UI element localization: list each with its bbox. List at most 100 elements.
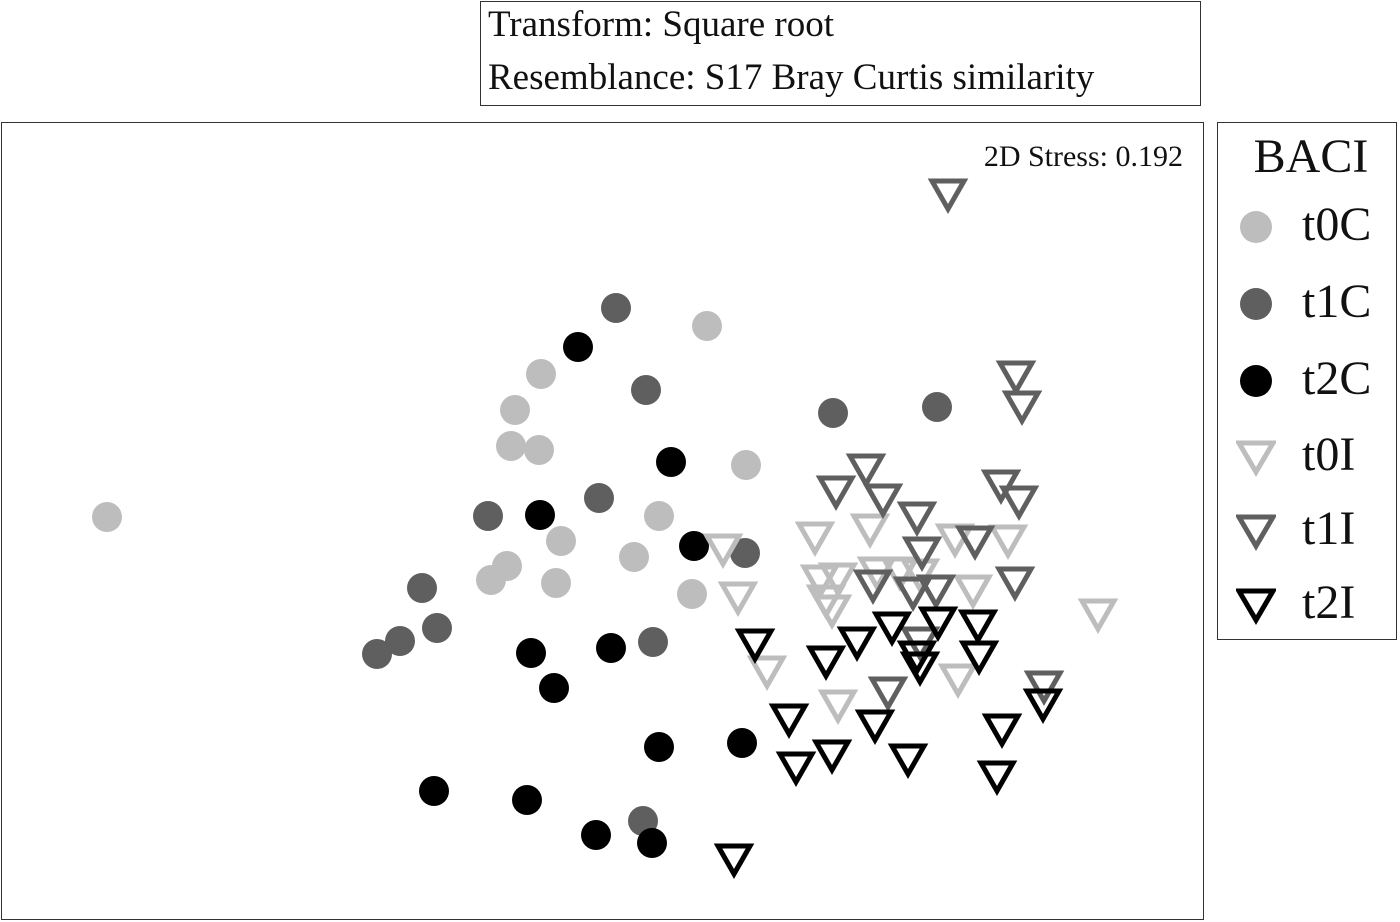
- data-point-triangle: [867, 676, 909, 713]
- data-point-triangle: [836, 626, 878, 663]
- info-box: Transform: Square root Resemblance: S17 …: [480, 1, 1201, 106]
- data-point-circle: [546, 526, 576, 556]
- data-point-circle: [516, 638, 546, 668]
- series-t1i: [815, 178, 1065, 713]
- legend-label: t2C: [1302, 352, 1372, 405]
- data-point-circle: [473, 501, 503, 531]
- data-point-circle: [818, 398, 848, 428]
- data-point-circle: [496, 431, 526, 461]
- data-point-triangle: [954, 525, 996, 562]
- data-point-circle: [526, 359, 556, 389]
- triangle-down-icon: [1236, 514, 1276, 551]
- series-t1c: [362, 293, 952, 836]
- data-point-circle: [619, 542, 649, 572]
- data-point-circle: [362, 639, 392, 669]
- triangle-down-icon: [1236, 588, 1276, 625]
- data-point-circle: [476, 565, 506, 595]
- data-point-triangle: [896, 501, 938, 538]
- data-point-triangle: [794, 521, 836, 558]
- stress-annotation: 2D Stress: 0.192: [983, 140, 1183, 173]
- legend-item-t0c: t0C: [1218, 191, 1396, 265]
- data-point-circle: [922, 392, 952, 422]
- data-point-triangle: [1023, 670, 1065, 707]
- data-point-circle: [727, 728, 757, 758]
- data-point-triangle: [917, 606, 959, 643]
- data-point-circle: [500, 395, 530, 425]
- data-point-triangle: [862, 483, 904, 520]
- data-point-circle: [419, 776, 449, 806]
- data-point-triangle: [927, 178, 969, 215]
- data-point-triangle: [852, 569, 894, 606]
- data-point-circle: [638, 627, 668, 657]
- data-point-circle: [656, 447, 686, 477]
- legend-label: t1I: [1302, 502, 1356, 555]
- data-point-circle: [385, 626, 415, 656]
- data-point-triangle: [811, 739, 853, 776]
- data-point-circle: [730, 538, 760, 568]
- data-point-circle: [637, 828, 667, 858]
- data-point-circle: [601, 293, 631, 323]
- data-point-circle: [679, 531, 709, 561]
- data-point-triangle: [901, 536, 943, 573]
- legend-label: t0C: [1302, 198, 1372, 251]
- data-point-circle: [677, 579, 707, 609]
- data-point-triangle: [717, 581, 759, 618]
- resemblance-label: Resemblance: S17 Bray Curtis similarity: [488, 57, 1095, 98]
- legend-title: BACI: [1253, 130, 1369, 183]
- data-point-triangle: [1001, 390, 1043, 427]
- data-point-triangle: [871, 611, 913, 648]
- legend-label: t2I: [1302, 576, 1356, 629]
- data-point-triangle: [775, 751, 817, 788]
- data-point-circle: [524, 435, 554, 465]
- data-point-triangle: [1022, 688, 1064, 725]
- data-point-triangle: [817, 689, 859, 726]
- data-point-triangle: [811, 594, 853, 631]
- data-point-circle: [525, 500, 555, 530]
- transform-label: Transform: Square root: [488, 4, 834, 45]
- data-point-circle: [512, 785, 542, 815]
- series-t2i: [713, 606, 1064, 880]
- data-point-triangle: [937, 663, 979, 700]
- data-point-circle: [631, 375, 661, 405]
- data-point-triangle: [702, 533, 744, 570]
- circle-icon: [1240, 365, 1272, 397]
- data-point-triangle: [892, 576, 934, 613]
- data-point-triangle: [899, 651, 941, 688]
- data-point-circle: [692, 311, 722, 341]
- series-t0c: [92, 311, 761, 609]
- data-point-triangle: [957, 609, 999, 646]
- plot-area: 2D Stress: 0.192: [1, 122, 1204, 920]
- legend-item-t1i: t1I: [1218, 495, 1396, 569]
- legend-item-t0i: t0I: [1218, 421, 1396, 495]
- data-point-triangle: [987, 524, 1029, 561]
- data-point-triangle: [854, 709, 896, 746]
- data-point-triangle: [799, 564, 841, 601]
- data-point-circle: [539, 673, 569, 703]
- legend: BACI t0C t1C t2C t0I t1I t2I: [1217, 122, 1397, 640]
- data-point-circle: [731, 450, 761, 480]
- data-point-circle: [541, 568, 571, 598]
- legend-item-t2i: t2I: [1218, 569, 1396, 643]
- data-point-circle: [407, 573, 437, 603]
- data-point-triangle: [815, 475, 857, 512]
- circle-icon: [1240, 288, 1272, 320]
- data-point-triangle: [981, 713, 1023, 750]
- data-point-triangle: [915, 574, 957, 611]
- circle-icon: [1240, 211, 1272, 243]
- data-point-triangle: [994, 566, 1036, 603]
- data-point-circle: [92, 502, 122, 532]
- data-point-circle: [581, 820, 611, 850]
- data-point-triangle: [768, 703, 810, 740]
- legend-label: t0I: [1302, 428, 1356, 481]
- series-t2c: [419, 332, 757, 858]
- data-point-triangle: [713, 843, 755, 880]
- data-point-triangle: [805, 645, 847, 682]
- data-point-circle: [644, 732, 674, 762]
- data-point-triangle: [734, 628, 776, 665]
- data-point-triangle: [995, 360, 1037, 397]
- data-point-triangle: [958, 640, 1000, 677]
- data-point-circle: [596, 633, 626, 663]
- data-point-circle: [644, 501, 674, 531]
- data-point-triangle: [998, 485, 1040, 522]
